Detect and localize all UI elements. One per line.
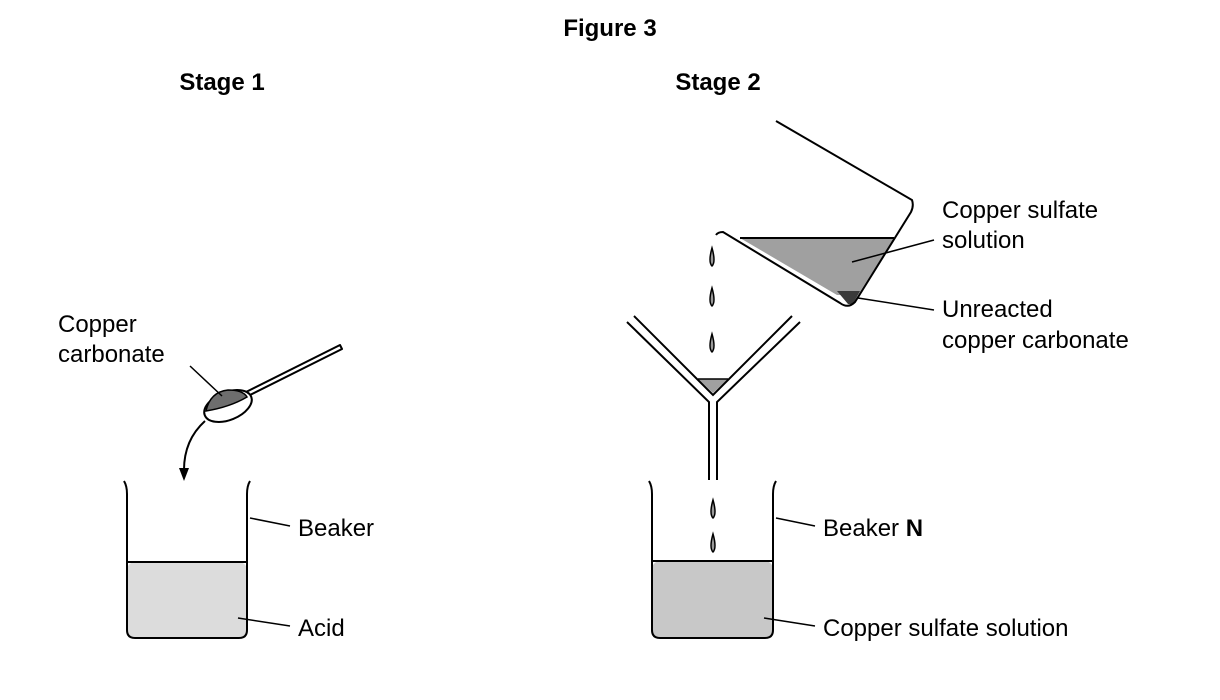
beaker-label: Beaker	[298, 515, 374, 542]
acid-label: Acid	[298, 615, 345, 642]
beaker-n-solution-label: Copper sulfate solution	[823, 615, 1068, 642]
copper-carbonate-label-1: Copper	[58, 311, 137, 338]
copper-sulfate-in-beaker-n	[652, 561, 773, 638]
copper-sulfate-solution-label-1: Copper sulfate	[942, 197, 1098, 224]
beaker-stage-1	[123, 480, 251, 639]
unreacted-label-2: copper carbonate	[942, 327, 1129, 354]
stage-1-title: Stage 1	[179, 69, 264, 96]
beaker-n-prefix: Beaker	[823, 515, 906, 542]
copper-carbonate-powder	[205, 389, 249, 412]
beaker-n-label: Beaker N	[823, 515, 923, 542]
funnel	[626, 315, 801, 480]
beaker-n-solution-leader	[763, 617, 816, 627]
beaker-n	[648, 480, 777, 639]
beaker-leader	[249, 517, 291, 527]
stage-2-title: Stage 2	[675, 69, 760, 96]
pour-arrow	[179, 420, 206, 481]
liquid-in-funnel	[698, 379, 728, 393]
unreacted-leader	[857, 297, 935, 311]
copper-sulfate-in-pouring-beaker	[740, 238, 894, 295]
figure-title: Figure 3	[563, 15, 656, 42]
spatula	[203, 344, 343, 424]
stage-2: Stage 2	[626, 69, 1129, 642]
copper-carbonate-label-2: carbonate	[58, 341, 165, 368]
beaker-n-letter: N	[906, 515, 923, 542]
falling-drops-upper	[709, 245, 715, 354]
acid-liquid	[127, 562, 247, 638]
copper-sulfate-solution-label-2: solution	[942, 227, 1025, 254]
copper-sulfate-solution-leader	[851, 239, 935, 263]
unreacted-label-1: Unreacted	[942, 296, 1053, 323]
pouring-beaker	[715, 120, 914, 307]
stage-1: Stage 1 Copper carbonate Beaker Acid	[58, 69, 374, 642]
acid-leader	[237, 617, 291, 627]
falling-drops-lower	[710, 497, 716, 554]
unreacted-copper-carbonate	[837, 291, 860, 304]
copper-carbonate-leader	[189, 365, 223, 397]
beaker-n-leader	[775, 517, 816, 527]
